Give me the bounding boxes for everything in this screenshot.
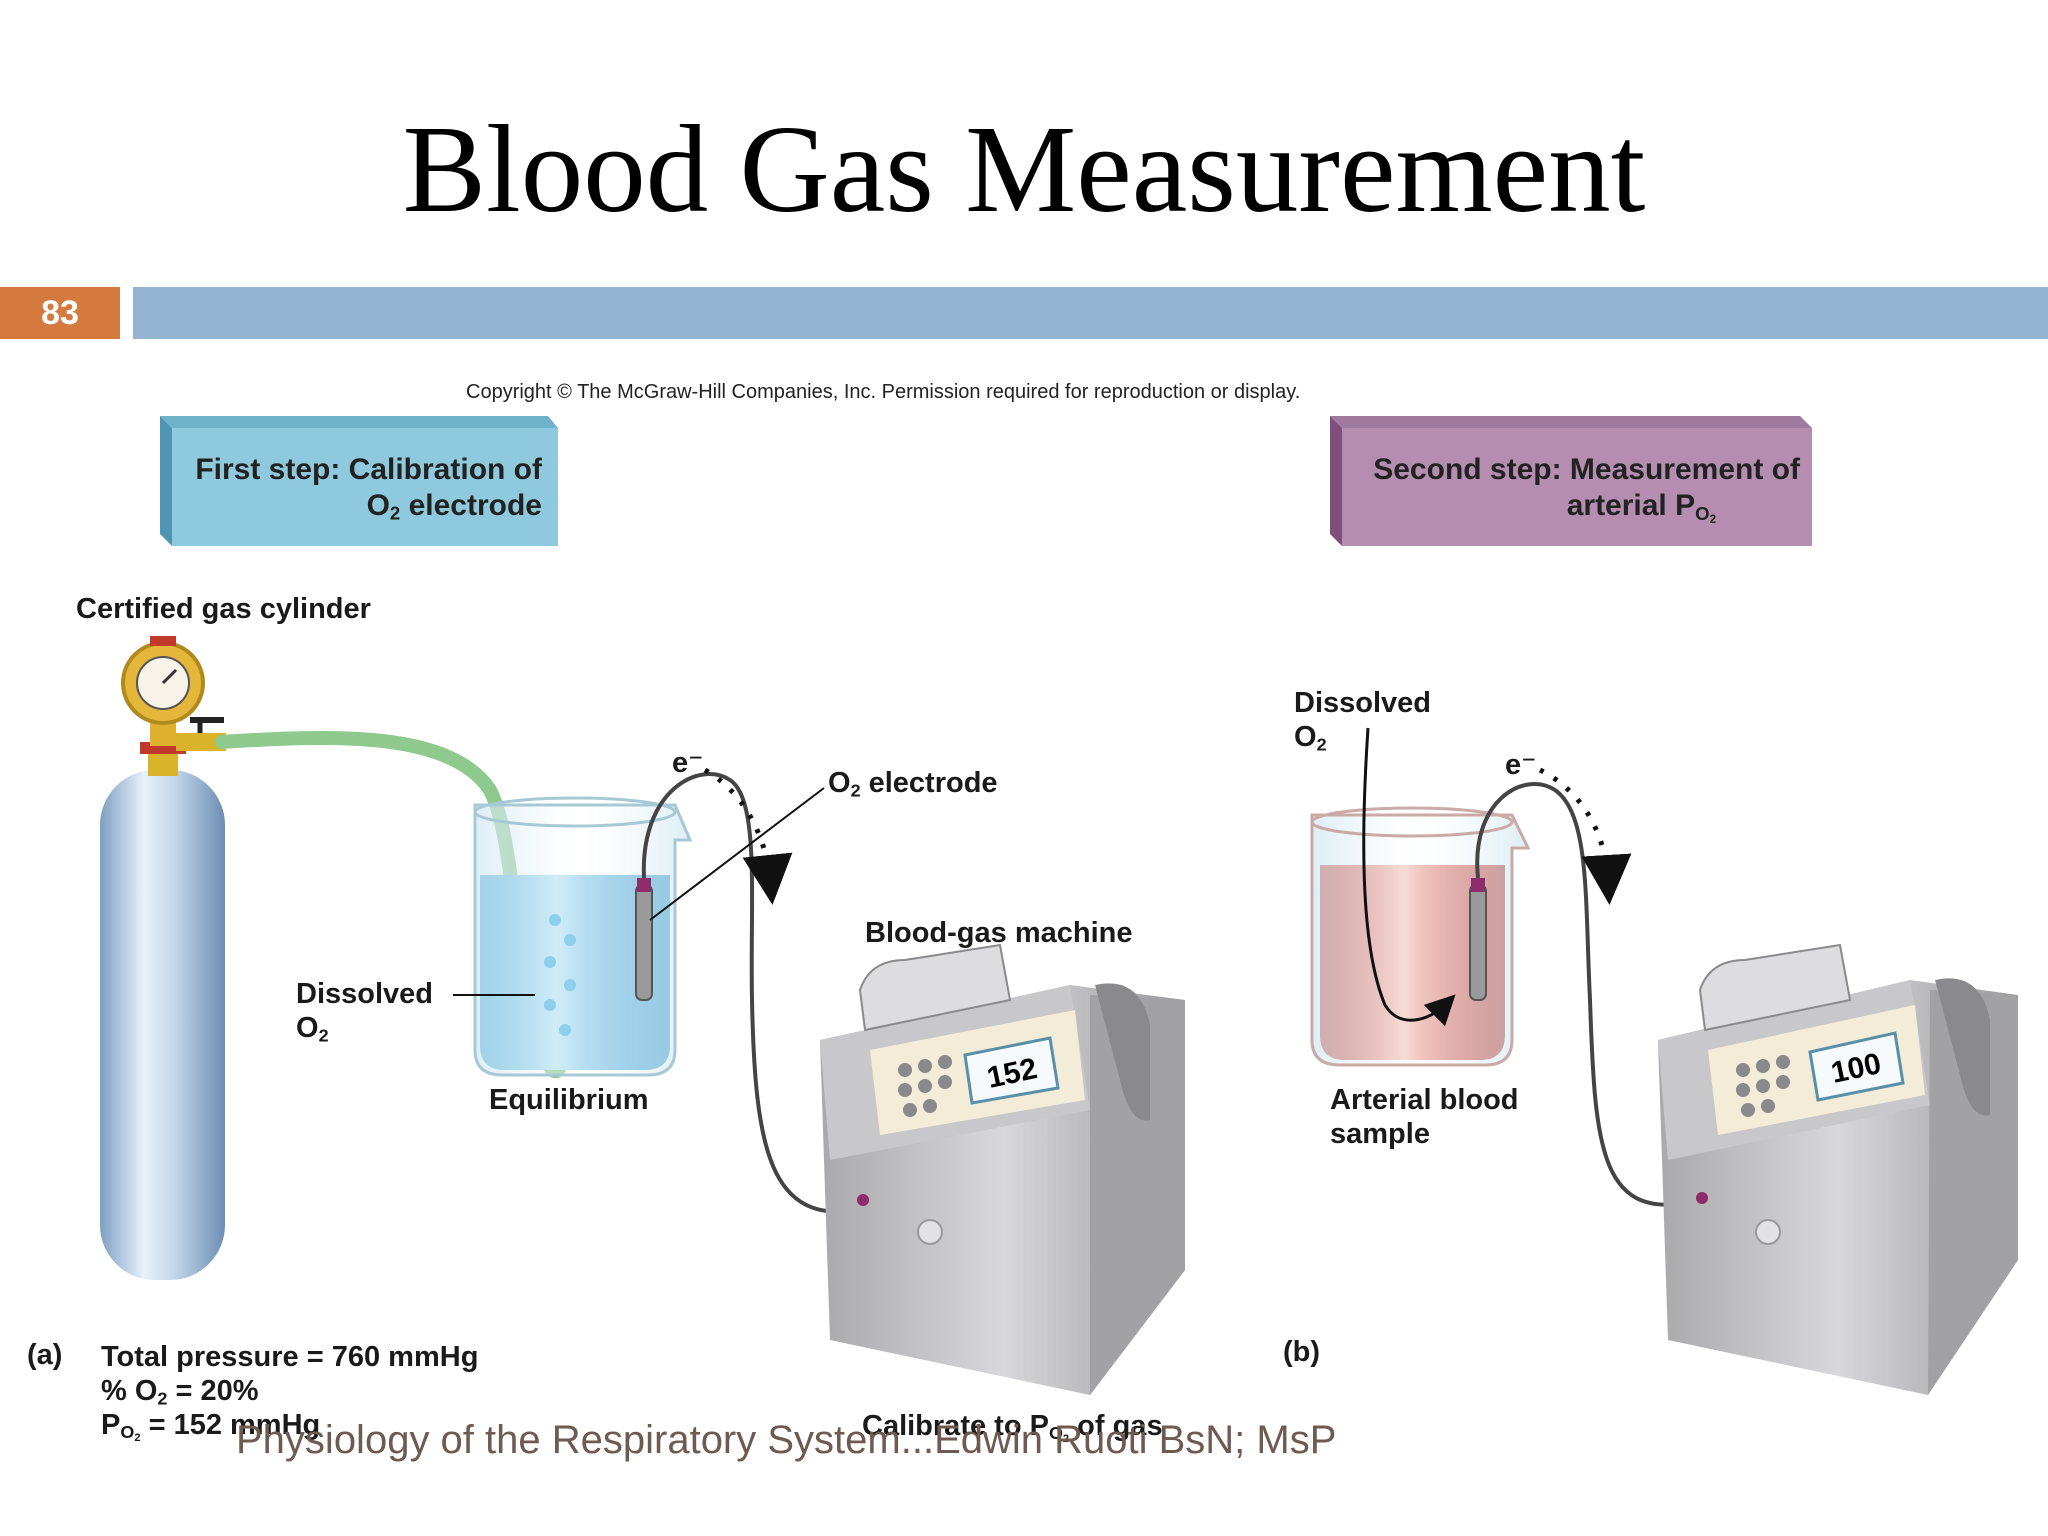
arterial-sample-label: Arterial blood sample	[1330, 1084, 1519, 1150]
calibration-values: Total pressure = 760 mmHg % O2 = 20% PO2…	[101, 1341, 479, 1445]
dissolved-o2-label-b: Dissolved O2	[1294, 687, 1431, 755]
page-title: Blood Gas Measurement	[402, 101, 1646, 239]
dissolved-o2-label-a: Dissolved O2	[296, 978, 433, 1046]
calibrate-label: Calibrate to PO2 of gas	[862, 1410, 1163, 1446]
footer-credit: Physiology of the Respiratory System...E…	[236, 1418, 1337, 1462]
electrode-label: O2 electrode	[828, 767, 998, 801]
electron-label-b: e⁻	[1505, 749, 1537, 781]
header-divider-bar	[133, 287, 2048, 339]
panel-a-letter: (a)	[27, 1339, 63, 1371]
blood-gas-machine-b	[1658, 943, 2018, 1395]
dissolved-o2-arrow-b	[1362, 727, 1456, 1027]
machine-label: Blood-gas machine	[865, 917, 1133, 949]
copyright-notice: Copyright © The McGraw-Hill Companies, I…	[466, 381, 1301, 403]
blood-sample-beaker	[1310, 806, 1531, 1067]
step2-box	[1330, 416, 1812, 546]
o2-electrode-b	[1469, 878, 1487, 1001]
cylinder-label: Certified gas cylinder	[76, 593, 371, 625]
o2-electrode-a	[635, 878, 653, 1001]
electron-flow-arrow-b	[1538, 767, 1632, 905]
step1-box	[160, 416, 558, 546]
blood-gas-machine-a	[820, 943, 1185, 1395]
slide-number-badge: 83	[0, 287, 120, 339]
equilibrium-label: Equilibrium	[489, 1084, 649, 1116]
step1-label: First step: Calibration of O2 electrode	[195, 453, 542, 524]
gas-cylinder	[100, 636, 226, 1280]
electron-label-a: e⁻	[672, 747, 704, 779]
step2-label: Second step: Measurement of arterial PO2	[1373, 453, 1800, 526]
panel-b-letter: (b)	[1283, 1336, 1321, 1368]
calibration-beaker	[473, 796, 693, 1077]
electrode-leader-line	[649, 787, 825, 921]
